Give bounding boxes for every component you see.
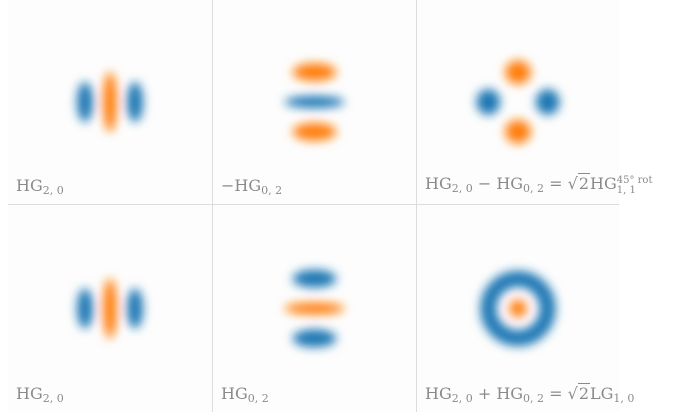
mode-image-hg20-bottom (77, 278, 143, 339)
mode-lobe-positive (509, 299, 527, 318)
panel-label: HG2, 0 (16, 176, 64, 197)
panel-label: HG2, 0 + HG0, 2 = √2LG1, 0 (425, 383, 635, 405)
mode-ring-lobe (480, 270, 556, 347)
mode-image-sum (480, 270, 556, 347)
mode-image-hg02 (284, 269, 345, 348)
mode-lobe-negative (292, 329, 337, 348)
mode-lobe-positive (505, 60, 531, 85)
mode-lobe-negative (77, 288, 93, 329)
panel-hg20-top: HG2, 0 (8, 0, 212, 204)
mode-lobe-negative (292, 269, 337, 288)
vertical-divider (416, 0, 417, 412)
mode-lobe-negative (77, 82, 93, 122)
panel-hg20-bottom: HG2, 0 (8, 205, 212, 412)
mode-lobe-positive (292, 63, 337, 82)
panel-label: HG2, 0 (16, 384, 64, 405)
mode-lobe-negative (127, 288, 143, 329)
mode-image-hg20-top (77, 72, 143, 132)
panel-hg02: HG0, 2 (213, 205, 416, 412)
sqrt-symbol: √2 (567, 173, 591, 193)
mode-lobe-positive (505, 119, 531, 144)
mode-image-minus-hg02 (284, 63, 345, 141)
panel-label: HG0, 2 (221, 384, 269, 405)
vertical-divider (212, 0, 213, 412)
horizontal-divider (8, 204, 619, 205)
panel-label: −HG0, 2 (221, 176, 283, 197)
mode-lobe-positive (292, 122, 337, 141)
mode-lobe-positive (284, 302, 345, 315)
mode-lobe-negative (535, 89, 560, 115)
sqrt-symbol: √2 (567, 383, 591, 403)
mode-lobe-negative (284, 96, 345, 108)
mode-lobe-negative (127, 82, 143, 122)
panel-sum: HG2, 0 + HG0, 2 = √2LG1, 0 (417, 205, 634, 412)
mode-lobe-negative (476, 89, 501, 115)
mode-lobe-positive (103, 72, 117, 132)
mode-lobe-positive (103, 278, 117, 339)
panel-minus-hg02: −HG0, 2 (213, 0, 416, 204)
mode-image-difference (476, 60, 560, 144)
